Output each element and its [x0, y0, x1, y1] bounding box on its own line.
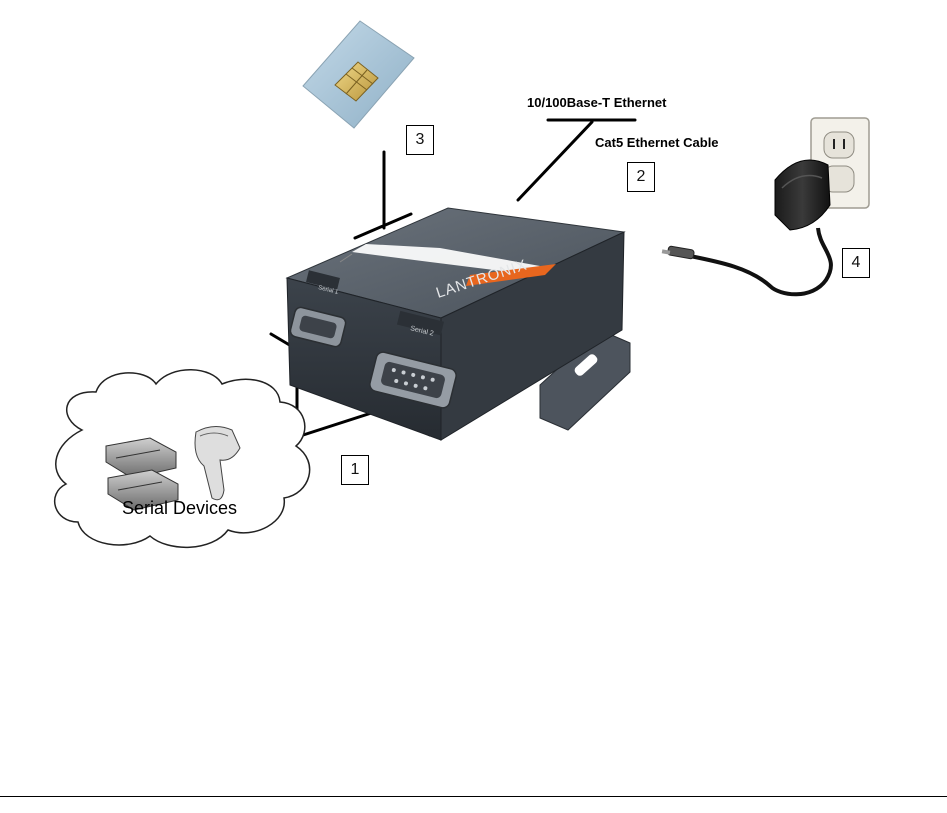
sim-card-icon — [303, 21, 414, 128]
ethernet-cable-line — [518, 122, 592, 200]
callout-2: 2 — [627, 162, 655, 192]
cable-label: Cat5 Ethernet Cable — [595, 135, 719, 150]
callout-1: 1 — [341, 455, 369, 485]
device-server: LANTRONIX Serial 1 Serial 2 — [287, 208, 630, 440]
footer-rule — [0, 796, 947, 797]
serial-devices-label: Serial Devices — [122, 498, 237, 519]
ethernet-label: 10/100Base-T Ethernet — [527, 95, 666, 110]
callout-3: 3 — [406, 125, 434, 155]
serial-devices-cloud — [55, 370, 310, 548]
callout-4: 4 — [842, 248, 870, 278]
